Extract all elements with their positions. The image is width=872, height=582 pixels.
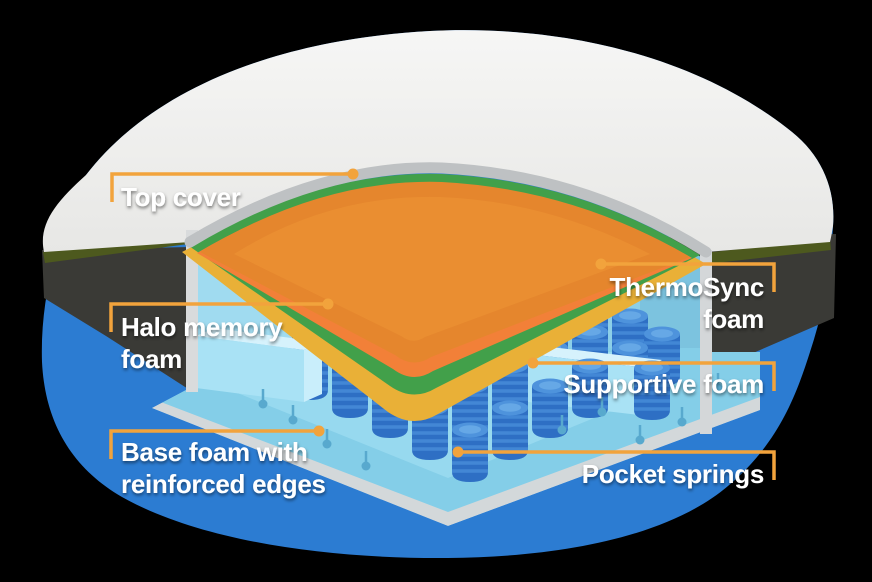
callout-line	[109, 429, 317, 459]
side-trim-right	[704, 239, 831, 264]
label-thermosync-line2: foam	[703, 304, 764, 334]
callout-dot	[527, 357, 539, 369]
label-supportive-foam: Supportive foam	[563, 369, 764, 399]
callout-dot	[347, 168, 359, 180]
label-halo-line1: Halo memory	[121, 312, 283, 342]
callout-line	[109, 302, 326, 332]
callout-line	[603, 262, 776, 292]
callout-dot	[595, 258, 607, 270]
callout-pocket-springs: Pocket springs	[452, 446, 776, 489]
label-pocket-springs: Pocket springs	[582, 459, 764, 489]
callout-top-cover: Top cover	[110, 168, 359, 212]
callout-dot	[452, 446, 464, 458]
callout-base-foam: Base foam with reinforced edges	[109, 425, 326, 499]
callout-dot	[313, 425, 325, 437]
thermosync-foam-highlight	[234, 196, 650, 341]
callout-halo-memory-foam: Halo memory foam	[109, 298, 334, 374]
thermosync-foam-layer	[200, 181, 690, 363]
callout-dot	[322, 298, 334, 310]
callout-line	[535, 361, 776, 391]
top-cover-rim	[184, 162, 712, 258]
callout-supportive-foam: Supportive foam	[527, 357, 776, 399]
callout-line	[110, 172, 352, 202]
top-cover-surface	[42, 30, 834, 253]
label-halo-line2: foam	[121, 344, 182, 374]
cut-edge-right	[700, 250, 712, 434]
label-top-cover: Top cover	[121, 182, 241, 212]
callout-line	[460, 450, 776, 480]
label-base-foam-line2: reinforced edges	[121, 469, 326, 499]
label-base-foam-line1: Base foam with	[121, 437, 308, 467]
label-thermosync-line1: ThermoSync	[610, 272, 765, 302]
cut-edge-left	[186, 230, 198, 392]
callout-thermosync-foam: ThermoSync foam	[595, 258, 776, 334]
